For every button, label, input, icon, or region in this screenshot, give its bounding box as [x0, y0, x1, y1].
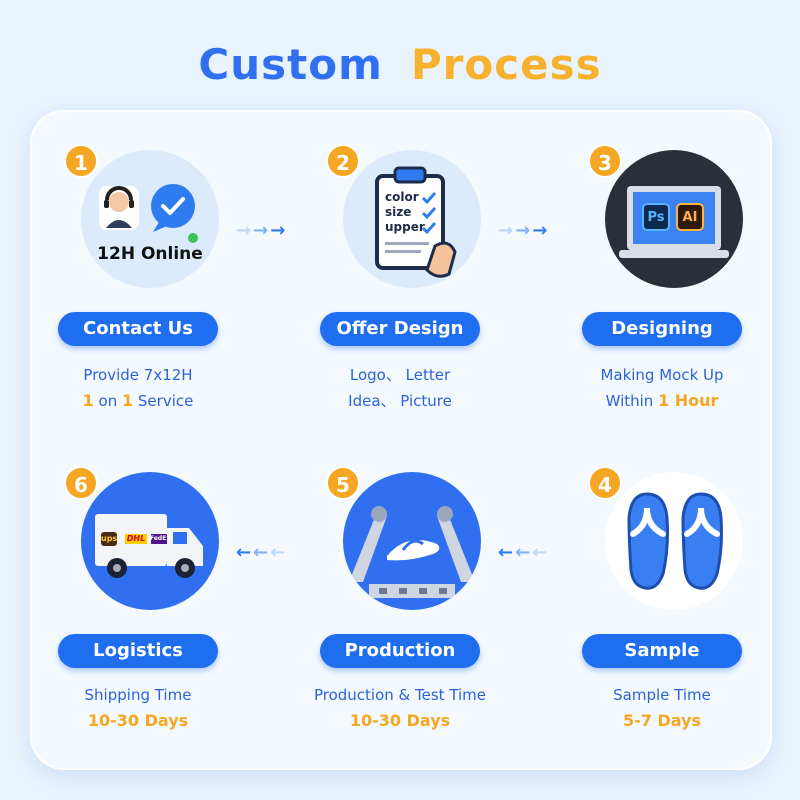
desc-highlight: 10-30 Days — [349, 711, 451, 730]
chat-check-icon — [151, 184, 195, 228]
desc-text: Service — [133, 392, 194, 410]
photoshop-icon: Ps — [647, 210, 665, 225]
desc-text: on — [93, 392, 122, 410]
arrow-icon: ← — [253, 542, 269, 563]
desc-line-1: Provide 7x12H — [83, 366, 193, 384]
arrow-left-2: ←←← — [498, 542, 568, 563]
agent-icon — [109, 192, 129, 212]
arrow-right-1: →→→ — [236, 220, 306, 241]
desc-highlight: 5-7 Days — [622, 711, 701, 730]
desc-line-1: Making Mock Up — [600, 366, 724, 384]
step-number: 5 — [326, 466, 360, 500]
step-number: 3 — [588, 144, 622, 178]
production-description: Production & Test Time 10-30 Days — [298, 682, 502, 734]
arrow-right-2: →→→ — [498, 220, 568, 241]
arrow-icon: → — [236, 220, 252, 241]
arrow-icon: → — [253, 220, 269, 241]
sample-description: Sample Time 5-7 Days — [560, 682, 764, 734]
arrow-icon: ← — [270, 542, 286, 563]
arrow-icon: → — [532, 220, 548, 241]
clipboard-illustration: color size upper — [343, 150, 481, 288]
fedex-logo: FedEx — [150, 535, 171, 542]
flip-flop-icon — [681, 492, 723, 590]
illustrator-icon: AI — [682, 210, 698, 225]
desc-highlight: 1 — [122, 391, 134, 410]
designing-description: Making Mock Up Within 1 Hour — [560, 362, 764, 414]
arrow-icon: ← — [515, 542, 531, 563]
step-sample: 4 Sample Sample Time 5-7 Days — [580, 466, 770, 742]
truck-illustration: ups DHL FedEx — [81, 472, 219, 610]
arrow-icon: → — [498, 220, 514, 241]
flip-flop-icon — [627, 492, 669, 590]
clip-item: color — [385, 190, 419, 204]
factory-illustration — [343, 472, 481, 610]
clip-item: upper — [385, 220, 425, 234]
step-number: 6 — [64, 466, 98, 500]
contact-us-description: Provide 7x12H 1 on 1 Service — [36, 362, 240, 414]
arrow-icon: ← — [532, 542, 548, 563]
step-number: 4 — [588, 466, 622, 500]
laptop-illustration: Ps AI — [605, 150, 743, 288]
desc-line-2: Within 1 Hour — [560, 388, 764, 414]
step-offer-design: 2 color size upper Offer Design Logo、 Le… — [318, 144, 508, 420]
offer-design-description: Logo、 Letter Idea、 Picture — [298, 362, 502, 414]
dhl-logo: DHL — [126, 534, 146, 543]
clipboard-text: color size upper — [385, 190, 425, 235]
step-logistics: 6 ups DHL FedEx Logistics Shipping Time … — [56, 466, 246, 742]
online-badge: 12H Online — [97, 244, 203, 264]
ups-logo: ups — [101, 534, 118, 543]
production-pill: Production — [320, 634, 480, 668]
step-designing: 3 Ps AI Designing Making Mock Up Within … — [580, 144, 770, 420]
desc-line-2: Idea、 Picture — [348, 392, 452, 410]
sample-pill: Sample — [582, 634, 742, 668]
designing-pill: Designing — [582, 312, 742, 346]
arrow-icon: → — [270, 220, 286, 241]
title-word-custom: Custom — [198, 40, 383, 89]
step-number: 1 — [64, 144, 98, 178]
desc-line-1: Logo、 Letter — [349, 366, 451, 384]
arrow-left-1: ←←← — [236, 542, 306, 563]
flip-flops-illustration — [605, 472, 743, 610]
arrow-icon: ← — [498, 542, 514, 563]
step-contact-us: 1 12H Online Contact Us Provide 7x12H 1 … — [56, 144, 246, 420]
desc-line-1: Sample Time — [613, 686, 711, 704]
page-title: Custom Process — [0, 40, 800, 94]
step-production: 5 Production Production & Test Time 10-3… — [314, 466, 508, 742]
desc-text: Within — [605, 392, 659, 410]
clip-item: size — [385, 205, 412, 219]
desc-highlight: 1 — [82, 391, 94, 410]
arrow-icon: → — [515, 220, 531, 241]
offer-design-pill: Offer Design — [320, 312, 480, 346]
arrow-icon: ← — [236, 542, 252, 563]
slipper-icon — [387, 540, 440, 561]
desc-line-2: 1 on 1 Service — [36, 388, 240, 414]
desc-highlight: 10-30 Days — [87, 711, 189, 730]
contact-illustration: 12H Online — [81, 150, 219, 288]
desc-line-1: Shipping Time — [84, 686, 192, 704]
logistics-description: Shipping Time 10-30 Days — [36, 682, 240, 734]
step-number: 2 — [326, 144, 360, 178]
contact-us-pill: Contact Us — [58, 312, 218, 346]
title-word-process: Process — [410, 40, 602, 89]
desc-highlight: 1 Hour — [658, 391, 719, 410]
logistics-pill: Logistics — [58, 634, 218, 668]
desc-line-1: Production & Test Time — [313, 686, 487, 704]
